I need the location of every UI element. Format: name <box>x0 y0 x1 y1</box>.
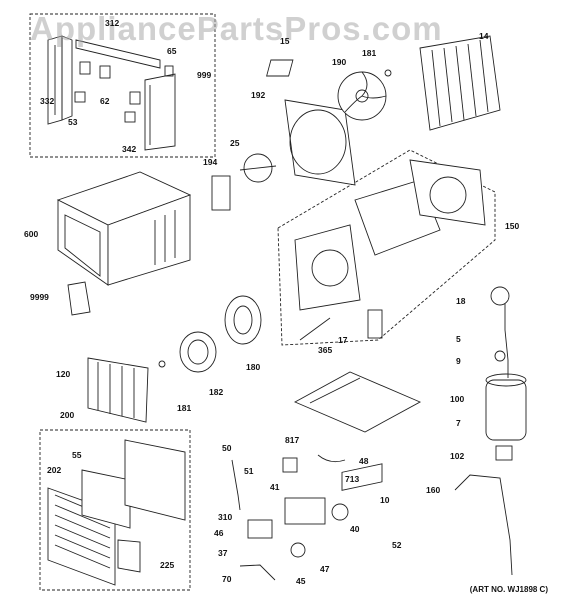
label-102: 102 <box>450 451 465 461</box>
label-182: 182 <box>209 387 224 397</box>
cabinet <box>56 171 192 286</box>
label-41: 41 <box>270 482 280 492</box>
label-120: 120 <box>56 369 71 379</box>
label-817: 817 <box>285 435 300 445</box>
evaporator-coil <box>87 357 149 423</box>
label-600: 600 <box>24 229 39 239</box>
label-9: 9 <box>456 356 461 366</box>
label-45: 45 <box>296 576 306 586</box>
label-999: 999 <box>197 70 212 80</box>
control-parts <box>231 454 383 581</box>
label-7: 7 <box>456 418 461 428</box>
label-51: 51 <box>244 466 254 476</box>
side-curtain-parts <box>47 35 176 151</box>
blower-assembly <box>158 295 262 373</box>
label-194: 194 <box>203 157 218 167</box>
label-332: 332 <box>40 96 55 106</box>
manual-card <box>67 281 91 316</box>
label-181-top: 181 <box>362 48 377 58</box>
label-48: 48 <box>359 456 369 466</box>
label-312: 312 <box>105 18 120 28</box>
condenser-coil <box>419 35 501 131</box>
label-55: 55 <box>72 450 82 460</box>
label-365: 365 <box>318 345 333 355</box>
label-25: 25 <box>230 138 240 148</box>
base-pan <box>293 371 422 433</box>
label-65: 65 <box>167 46 177 56</box>
top-left-group-box <box>29 13 216 158</box>
label-192: 192 <box>251 90 266 100</box>
label-181-bottom: 181 <box>177 403 192 413</box>
evaporator-housing <box>294 159 486 341</box>
front-grille <box>47 439 186 586</box>
label-10: 10 <box>380 495 390 505</box>
fan-motor <box>211 153 277 211</box>
art-number: (ART NO. WJ1898 C) <box>469 585 548 594</box>
label-70: 70 <box>222 574 232 584</box>
label-14: 14 <box>479 31 489 41</box>
housing-group-box <box>277 149 496 346</box>
label-160: 160 <box>426 485 441 495</box>
label-310: 310 <box>218 512 233 522</box>
label-52: 52 <box>392 540 402 550</box>
label-17: 17 <box>338 335 348 345</box>
label-46: 46 <box>214 528 224 538</box>
label-50: 50 <box>222 443 232 453</box>
grille-group-box <box>39 429 191 591</box>
label-5: 5 <box>456 334 461 344</box>
label-15: 15 <box>280 36 290 46</box>
shroud-and-fan <box>266 59 392 186</box>
label-37: 37 <box>218 548 228 558</box>
label-9999: 9999 <box>30 292 49 302</box>
label-62: 62 <box>100 96 110 106</box>
label-713: 713 <box>345 474 360 484</box>
label-150: 150 <box>505 221 520 231</box>
label-190: 190 <box>332 57 347 67</box>
label-225: 225 <box>160 560 175 570</box>
label-18: 18 <box>456 296 466 306</box>
label-53: 53 <box>68 117 78 127</box>
watermark: AppliancePartsPros.com <box>30 10 443 47</box>
label-47: 47 <box>320 564 330 574</box>
label-100: 100 <box>450 394 465 404</box>
label-202: 202 <box>47 465 62 475</box>
label-200: 200 <box>60 410 75 420</box>
label-40: 40 <box>350 524 360 534</box>
label-342: 342 <box>122 144 137 154</box>
compressor <box>454 286 527 576</box>
label-180: 180 <box>246 362 261 372</box>
